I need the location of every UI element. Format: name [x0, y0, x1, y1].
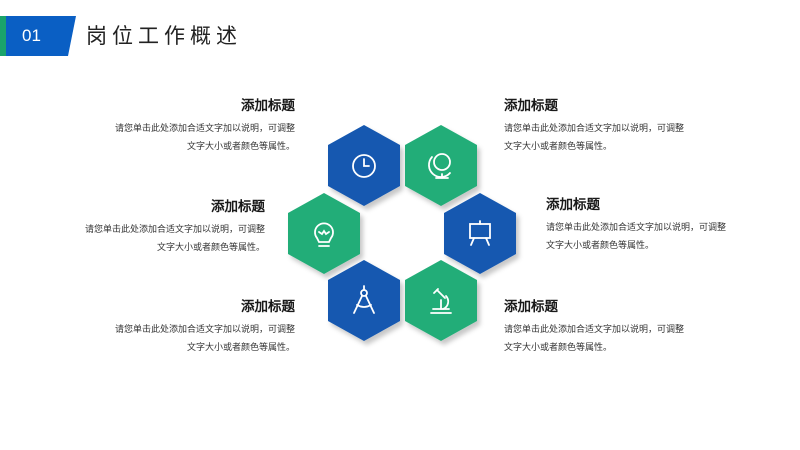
hexagon-compass[interactable] — [328, 260, 400, 341]
lightbulb-icon — [314, 222, 334, 247]
section-header-badge — [0, 16, 76, 56]
text-block-top-left: 添加标题 请您单击此处添加合适文字加以说明，可调整 文字大小或者颜色等属性。 — [80, 97, 295, 156]
clock-icon — [352, 154, 376, 178]
hexagon-diagram — [288, 125, 516, 341]
section-number: 01 — [22, 26, 41, 45]
hexagon-clock[interactable] — [328, 125, 400, 206]
block-title[interactable]: 添加标题 — [504, 98, 558, 114]
text-block-mid-right: 添加标题 请您单击此处添加合适文字加以说明，可调整 文字大小或者颜色等属性。 — [546, 196, 771, 255]
text-block-top-right: 添加标题 请您单击此处添加合适文字加以说明，可调整 文字大小或者颜色等属性。 — [504, 97, 724, 156]
block-description[interactable]: 请您单击此处添加合适文字加以说明，可调整 文字大小或者颜色等属性。 — [114, 325, 295, 353]
hexagon-lightbulb[interactable] — [288, 193, 360, 274]
block-description[interactable]: 请您单击此处添加合适文字加以说明，可调整 文字大小或者颜色等属性。 — [546, 223, 727, 251]
block-title[interactable]: 添加标题 — [241, 299, 295, 315]
block-title[interactable]: 添加标题 — [241, 98, 295, 114]
text-block-mid-left: 添加标题 请您单击此处添加合适文字加以说明，可调整 文字大小或者颜色等属性。 — [52, 198, 265, 257]
block-description[interactable]: 请您单击此处添加合适文字加以说明，可调整 文字大小或者颜色等属性。 — [504, 325, 685, 353]
text-block-bottom-left: 添加标题 请您单击此处添加合适文字加以说明，可调整 文字大小或者颜色等属性。 — [80, 298, 295, 357]
page-title: 岗位工作概述 — [86, 24, 242, 48]
compass-icon — [353, 285, 375, 314]
hexagon-microscope[interactable] — [405, 260, 477, 341]
block-description[interactable]: 请您单击此处添加合适文字加以说明，可调整 文字大小或者颜色等属性。 — [114, 124, 295, 152]
block-description[interactable]: 请您单击此处添加合适文字加以说明，可调整 文字大小或者颜色等属性。 — [504, 124, 685, 152]
block-title[interactable]: 添加标题 — [546, 197, 600, 213]
block-title[interactable]: 添加标题 — [211, 199, 265, 215]
presentation-board-icon — [469, 220, 491, 246]
text-block-bottom-right: 添加标题 请您单击此处添加合适文字加以说明，可调整 文字大小或者颜色等属性。 — [504, 298, 724, 357]
microscope-icon — [430, 288, 452, 314]
block-description[interactable]: 请您单击此处添加合适文字加以说明，可调整 文字大小或者颜色等属性。 — [84, 225, 265, 253]
globe-icon — [428, 153, 451, 179]
hexagon-presentation[interactable] — [444, 193, 516, 274]
block-title[interactable]: 添加标题 — [504, 299, 558, 315]
hexagon-globe[interactable] — [405, 125, 477, 206]
